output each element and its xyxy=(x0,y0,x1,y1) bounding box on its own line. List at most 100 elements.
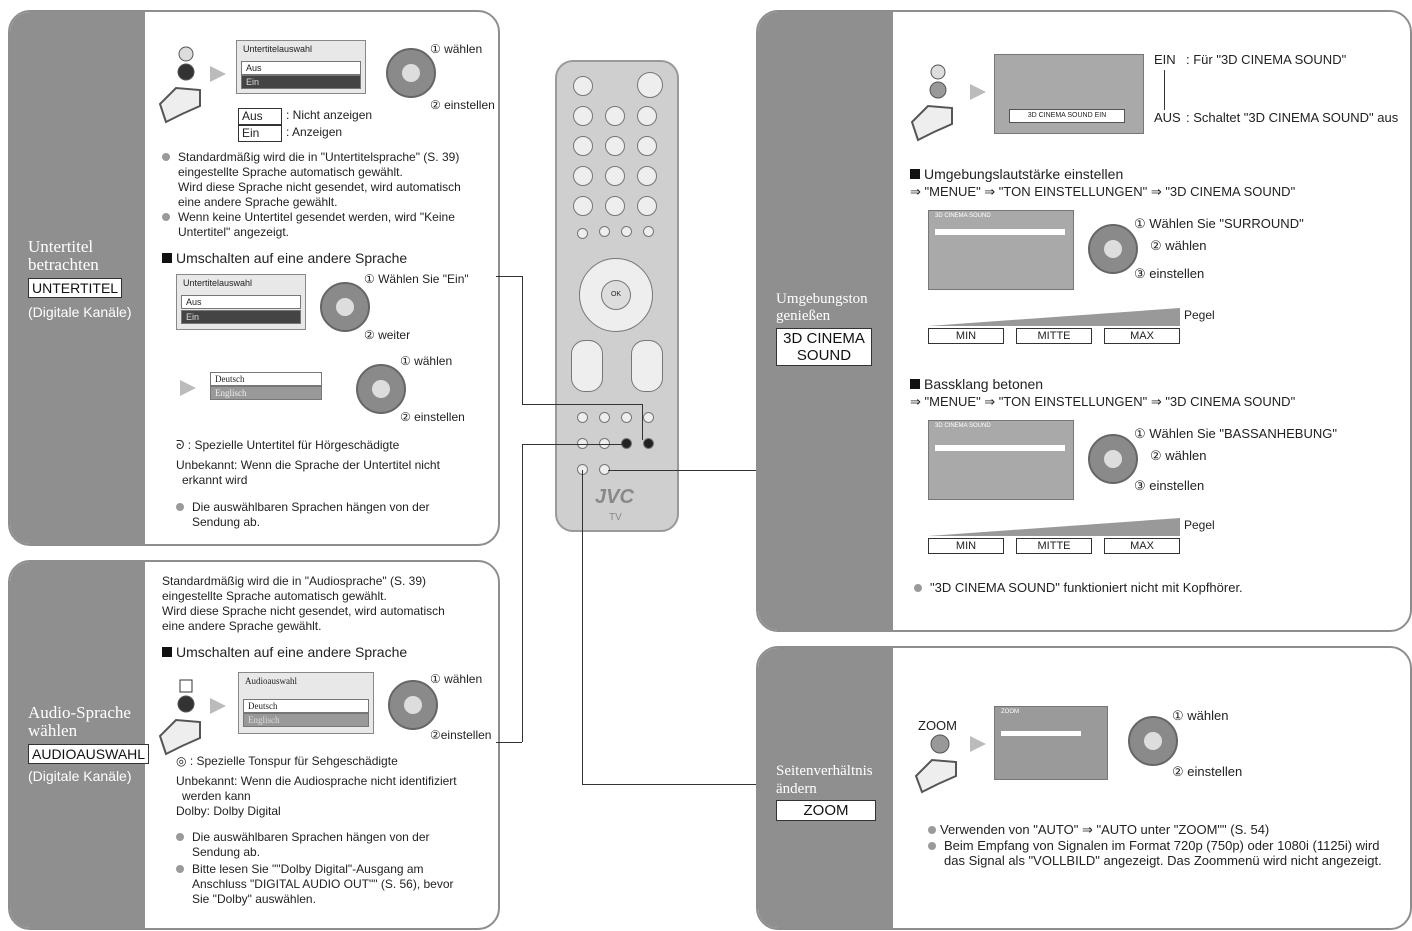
arrow-right-icon xyxy=(970,84,986,100)
remote-small-button[interactable] xyxy=(577,412,588,423)
audio-select-menu: Audioauswahl Deutsch Englisch xyxy=(238,672,374,734)
remote-button[interactable] xyxy=(605,166,625,186)
audio-step-set: ②einstellen xyxy=(430,728,492,742)
ein-desc: : Für "3D CINEMA SOUND" xyxy=(1186,52,1347,67)
arrow-right-icon xyxy=(180,380,196,396)
step-set: ② einstellen xyxy=(430,98,495,112)
remote-button[interactable] xyxy=(573,166,593,186)
surround-menu-screen: 3D CINEMA SOUND xyxy=(928,210,1074,290)
audio-side-title-2: wählen xyxy=(28,721,78,740)
zoom-note-1: Verwenden von "AUTO" ⇒ "AUTO unter "ZOOM… xyxy=(928,822,1269,837)
zoom-panel: Seitenverhältnis ändern ZOOM ZOOM ZOOM ①… xyxy=(756,646,1412,930)
remote-button[interactable] xyxy=(637,166,657,186)
subtitle-sidebar: Untertitel betrachten UNTERTITEL (Digita… xyxy=(10,12,145,544)
bullet-icon xyxy=(928,826,936,834)
remote-volume-rocker[interactable] xyxy=(571,340,603,392)
remote-ok-button[interactable]: OK xyxy=(601,280,631,310)
remote-small-button[interactable] xyxy=(577,438,588,449)
audio-unknown-note: Unbekannt: Wenn die Audiosprache nicht i… xyxy=(176,774,457,818)
subtitle-side-title-1: Untertitel xyxy=(28,237,94,256)
connector-line xyxy=(642,404,643,440)
zoom-side-title-1: Seitenverhältnis xyxy=(776,763,873,779)
step-choose-ein: ① Wählen Sie "Ein" xyxy=(364,272,469,286)
lang-deutsch[interactable]: Deutsch xyxy=(210,372,322,386)
remote-3d-sound-button[interactable] xyxy=(599,464,610,475)
dpad-icon xyxy=(1128,716,1178,766)
bass-menu-screen: 3D CINEMA SOUND xyxy=(928,420,1074,500)
subtitle-side-title-2: betrachten xyxy=(28,255,99,274)
zoom-set: ② einstellen xyxy=(1172,764,1243,779)
dolby-read-note: Bitte lesen Sie ""Dolby Digital"-Ausgang… xyxy=(176,862,454,907)
remote-button[interactable] xyxy=(573,136,593,156)
subtitle-menu2-opt-aus[interactable]: Aus xyxy=(181,295,301,309)
remote-button[interactable] xyxy=(637,196,657,216)
audio-switch-header: Umschalten auf eine andere Sprache xyxy=(162,644,407,660)
language-list: Deutsch Englisch xyxy=(206,372,326,402)
connector-line xyxy=(496,276,522,277)
available-languages-note: Die auswählbaren Sprachen hängen von der… xyxy=(176,500,430,530)
audio-side-title-1: Audio-Sprache xyxy=(28,703,131,722)
audio-intro: Standardmäßig wird die in "Audiosprache"… xyxy=(162,574,445,633)
lang-englisch[interactable]: Englisch xyxy=(210,386,322,400)
remote-button[interactable] xyxy=(605,106,625,126)
remote-button[interactable] xyxy=(573,196,593,216)
level-wedge-icon xyxy=(928,308,1180,326)
subtitle-menu-opt-aus[interactable]: Aus xyxy=(241,61,361,75)
hearing-impaired-note: ᘐ : Spezielle Untertitel für Hörgeschädi… xyxy=(176,438,400,452)
step-next: ② weiter xyxy=(364,328,411,342)
remote-button[interactable] xyxy=(637,106,657,126)
remote-button[interactable] xyxy=(573,76,593,96)
remote-brand-logo: JVC xyxy=(595,486,634,508)
remote-small-button[interactable] xyxy=(577,228,588,239)
remote-small-button[interactable] xyxy=(599,412,610,423)
arrow-right-icon xyxy=(210,698,226,714)
arrow-right-icon xyxy=(210,66,226,82)
bass-select: ② wählen xyxy=(1150,448,1207,463)
aus-desc: : Schaltet "3D CINEMA SOUND" aus xyxy=(1186,110,1399,125)
remote-small-button[interactable] xyxy=(599,226,610,237)
surround-path: ⇒ "MENUE" ⇒ "TON EINSTELLUNGEN" ⇒ "3D CI… xyxy=(910,184,1296,199)
bullet-icon xyxy=(176,833,184,841)
bullet-icon xyxy=(928,842,936,850)
bass-header: Bassklang betonen xyxy=(910,376,1043,392)
connector-line xyxy=(582,470,583,784)
subtitle-menu-opt-ein[interactable]: Ein xyxy=(241,75,361,89)
remote-model-label: TV xyxy=(609,512,622,523)
remote-audio-button[interactable] xyxy=(643,438,654,449)
subtitle-switch-header: Umschalten auf eine andere Sprache xyxy=(162,250,407,266)
cinema-on-indicator: 3D CINEMA SOUND EIN xyxy=(1009,109,1125,123)
remote-power-button[interactable] xyxy=(637,72,663,98)
remote-small-button[interactable] xyxy=(643,226,654,237)
zoom-key-label: ZOOM xyxy=(918,718,957,733)
remote-small-button[interactable] xyxy=(599,438,610,449)
dpad-icon xyxy=(320,282,370,332)
remote-small-button[interactable] xyxy=(621,412,632,423)
remote-small-button[interactable] xyxy=(621,226,632,237)
dpad-icon xyxy=(1088,224,1138,274)
surround-level-scale: Pegel MIN MITTE MAX xyxy=(928,308,1248,348)
level-max: MAX xyxy=(1104,328,1180,344)
bullet-icon xyxy=(914,584,922,592)
legend-aus-val: : Nicht anzeigen xyxy=(286,108,373,122)
remote-button[interactable] xyxy=(637,136,657,156)
audio-menu-opt-deutsch[interactable]: Deutsch xyxy=(243,699,369,713)
remote-button[interactable] xyxy=(573,106,593,126)
remote-channel-rocker[interactable] xyxy=(631,340,663,392)
remote-button[interactable] xyxy=(605,196,625,216)
unknown-note: Unbekannt: Wenn die Sprache der Untertit… xyxy=(176,458,440,487)
remote-button[interactable] xyxy=(605,136,625,156)
audio-menu-opt-englisch[interactable]: Englisch xyxy=(243,713,369,727)
legend-ein-key: Ein xyxy=(238,125,283,142)
dpad-icon xyxy=(386,48,436,98)
cinema-side-title-2: genießen xyxy=(776,308,831,324)
visual-impaired-note: ◎ : Spezielle Tonspur für Sehgeschädigte xyxy=(176,754,398,768)
hand-press-icon xyxy=(910,64,953,142)
subtitle-select-menu-2: Untertitelauswahl Aus Ein xyxy=(176,274,306,330)
subtitle-menu2-opt-ein[interactable]: Ein xyxy=(181,310,301,324)
remote-subtitle-button[interactable] xyxy=(621,438,632,449)
remote-small-button[interactable] xyxy=(643,412,654,423)
bullet-icon xyxy=(176,865,184,873)
surround-select: ② wählen xyxy=(1150,238,1207,253)
